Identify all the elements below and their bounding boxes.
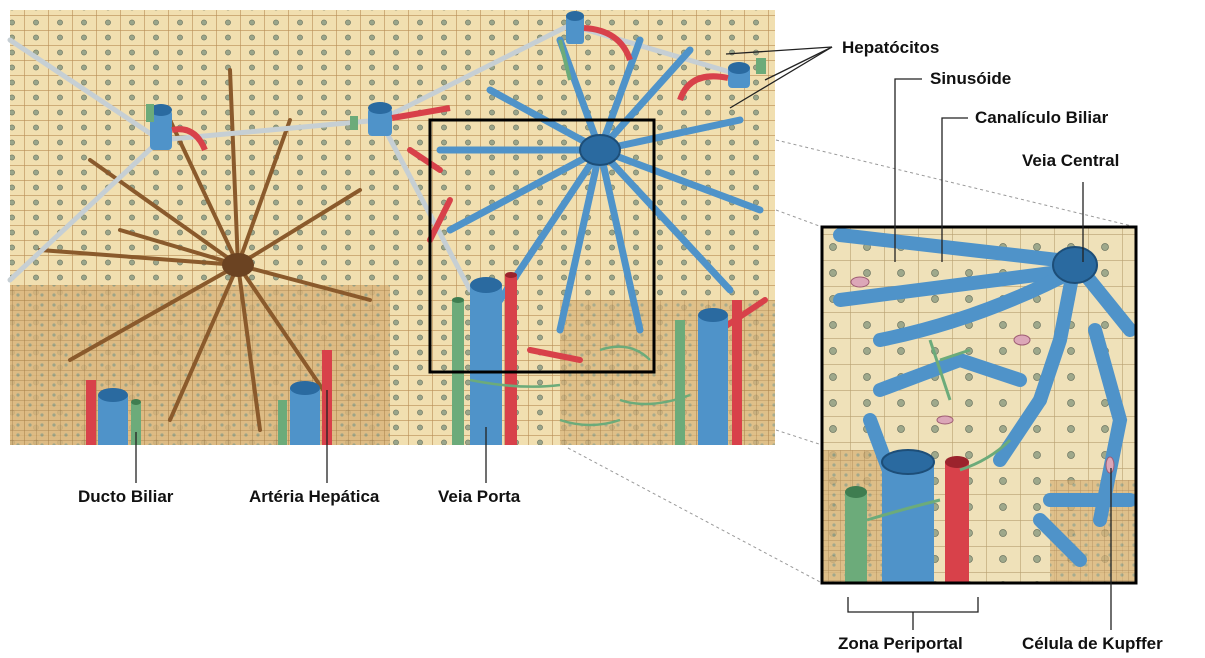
central-vein-left (222, 253, 254, 277)
portal-triad-bottom-center (452, 272, 517, 445)
inset-central-vein (1053, 247, 1097, 283)
magnified-inset (822, 227, 1136, 583)
label-veia-porta: Veia Porta (438, 487, 520, 507)
label-zona-periportal: Zona Periportal (838, 634, 963, 654)
lobule-illustration (10, 10, 775, 445)
label-sinusoide: Sinusóide (930, 69, 1011, 89)
label-ducto-biliar: Ducto Biliar (78, 487, 173, 507)
lobule-side-face-left (10, 285, 390, 445)
label-hepatocitos: Hepatócitos (842, 38, 939, 58)
leader-hepatocitos-a (765, 47, 832, 80)
label-celula-kupffer: Célula de Kupffer (1022, 634, 1163, 654)
label-canaliculo-biliar: Canalículo Biliar (975, 108, 1108, 128)
central-vein-right (580, 135, 620, 165)
label-arteria-hepatica: Artéria Hepática (249, 487, 379, 507)
bracket-zona-periportal (848, 597, 978, 612)
label-veia-central: Veia Central (1022, 151, 1119, 171)
